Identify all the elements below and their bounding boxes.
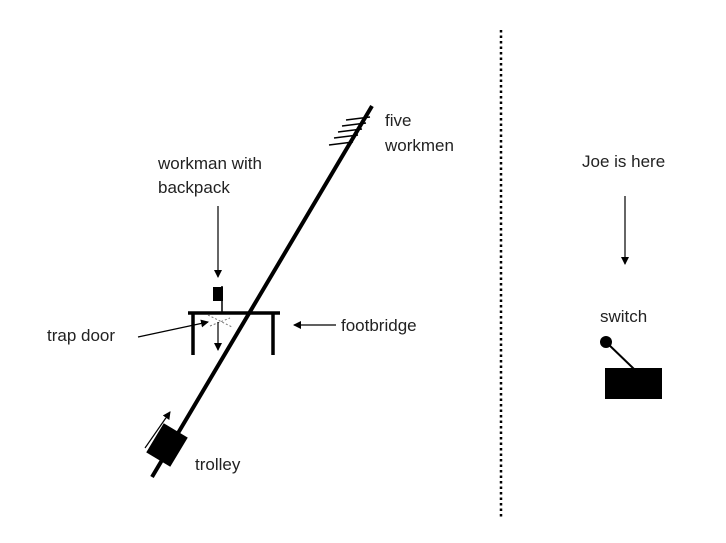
five-workmen-marks	[328, 116, 371, 146]
joe-is-here-label: Joe is here	[582, 152, 665, 171]
switch-lever	[600, 336, 662, 399]
workman-label-line1: workman with	[157, 154, 262, 173]
trolley-label: trolley	[195, 455, 241, 474]
workman-with-backpack-label: workman with backpack	[157, 154, 267, 197]
workman-label-line2: backpack	[158, 178, 230, 197]
trolley-car	[146, 423, 188, 467]
footbridge	[188, 311, 280, 355]
trolley-direction-arrow	[144, 411, 171, 449]
five-workmen-label-line1: five	[385, 111, 411, 130]
five-workmen-label: five workmen	[384, 111, 454, 155]
switch-label: switch	[600, 307, 647, 326]
track-line	[150, 104, 374, 479]
workman-with-backpack-figure	[213, 286, 223, 313]
footbridge-label: footbridge	[341, 316, 417, 335]
five-workmen-label-line2: workmen	[384, 136, 454, 155]
trap-door-dots	[207, 314, 233, 328]
trap-door-label: trap door	[47, 326, 115, 345]
trap-door-pointer-arrow	[137, 319, 209, 338]
